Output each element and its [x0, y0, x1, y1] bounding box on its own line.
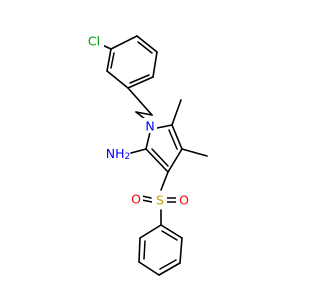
amine-label-subscript: 2 [125, 152, 131, 162]
bond-ch2-n [135, 111, 146, 120]
bond-p1-p2-inner [161, 230, 178, 241]
bond-c5-n [156, 124, 173, 129]
bond-p4-p5 [138, 261, 160, 276]
amine-label-main: NH [106, 146, 125, 161]
phenyl-ring [138, 224, 183, 276]
atom-label-o-left: O [128, 191, 143, 207]
bond-p2-p3 [179, 237, 183, 264]
bond-c6-c1-inner [110, 52, 115, 69]
bond-c4-c5 [171, 124, 183, 150]
bond-c2-c3 [136, 35, 158, 53]
bond-p5-p6-inner [143, 240, 146, 260]
atom-label-o-right: O [176, 192, 191, 208]
oxygen-right-label: O [179, 193, 189, 208]
bond-p3-p4 [158, 262, 181, 276]
atom-label-s: S [152, 192, 167, 208]
bond-p6-p1 [139, 224, 162, 239]
bond-c2-c3-inner [151, 148, 169, 167]
bond-c2-c3-inner [137, 41, 153, 54]
atom-label-n: N [142, 118, 157, 134]
bond-p3-p4-inner [159, 259, 177, 270]
atom-label-nh2: NH2 [104, 145, 130, 163]
bond-c3-c4 [167, 148, 183, 173]
bond-ch2-ch2 [135, 111, 153, 116]
chlorine-label: Cl [88, 34, 100, 49]
bond-c4-c5 [127, 76, 154, 89]
bond-c2-nh2 [130, 148, 147, 154]
bond-p1-p2 [160, 224, 183, 239]
nitrogen-label: N [145, 119, 154, 134]
bond-s-o-left-b [141, 199, 153, 203]
bond-c4-c5-inner [129, 74, 150, 84]
amine-label: NH2 [106, 146, 130, 163]
chlorophenyl-ring [106, 35, 158, 89]
bond-c3-s [160, 171, 169, 191]
bond-c3-c4 [152, 51, 158, 78]
bond-aryl-ch2 [127, 87, 153, 116]
bond-c2-c3 [145, 148, 169, 173]
sulfur-label: S [156, 193, 164, 208]
bond-c4-c5-inner [168, 129, 178, 150]
bond-c1-c2 [110, 35, 138, 50]
bond-s-o-left-a [141, 195, 152, 199]
oxygen-left-label: O [131, 192, 141, 207]
bond-c6-c1 [106, 48, 112, 72]
bond-c4-methyl [181, 148, 208, 157]
bond-c5-c6 [106, 70, 129, 89]
bond-c5-methyl [171, 99, 182, 126]
bond-p5-p6 [138, 237, 141, 263]
molecule-structure: Cl N NH2 S O O [84, 33, 208, 276]
atom-label-cl: Cl [84, 33, 104, 49]
